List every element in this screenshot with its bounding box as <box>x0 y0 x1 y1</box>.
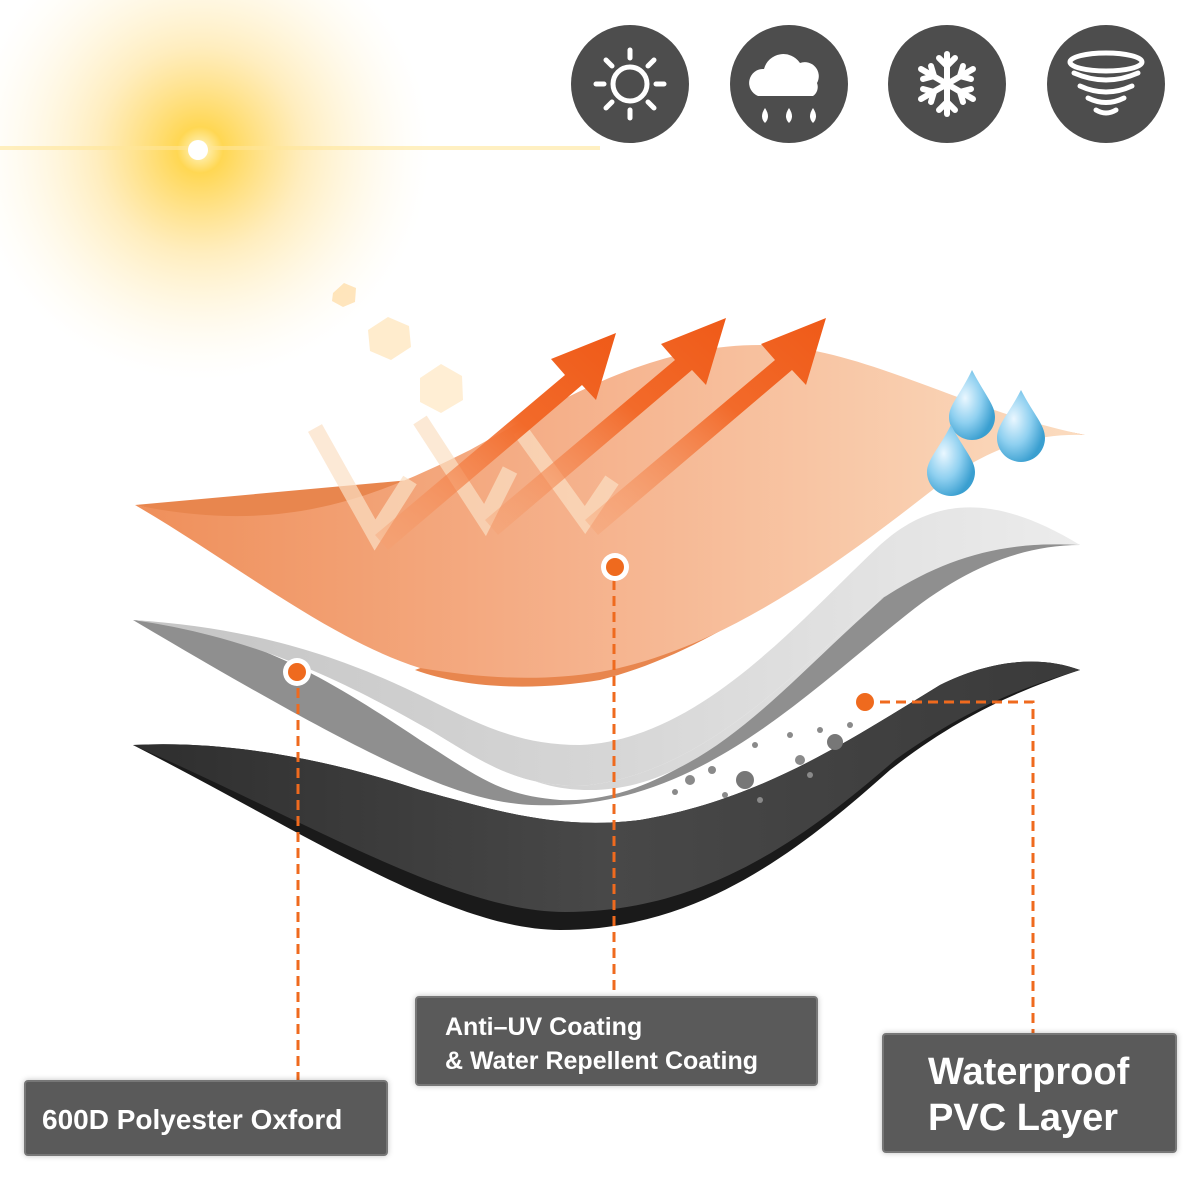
callout-markers <box>283 553 879 716</box>
uv-arrow <box>585 318 826 535</box>
label-pvc-line2: PVC Layer <box>928 1097 1119 1139</box>
water-drop-icon <box>949 370 995 440</box>
label-pvc-line1: Waterproof <box>928 1051 1130 1093</box>
sun-icon <box>571 25 689 143</box>
sun-glow <box>0 0 600 380</box>
hexagon <box>368 317 411 360</box>
polyester-layer <box>133 507 1080 806</box>
weather-icons <box>571 25 1165 143</box>
uv-arrow <box>485 318 726 535</box>
label-600d-polyester-oxford: 600D Polyester Oxford <box>24 1080 388 1156</box>
label-anti-uv-coating: Anti–UV Coating & Water Repellent Coatin… <box>415 996 818 1086</box>
tornado-icon <box>1047 25 1165 143</box>
uv-arrow <box>375 333 616 550</box>
hexagon <box>332 283 356 307</box>
callout-line-pvc <box>880 700 1035 1033</box>
label-waterproof-pvc-layer: Waterproof PVC Layer <box>882 1033 1177 1153</box>
rain-cloud-icon <box>730 25 848 143</box>
label-polyester-text: 600D Polyester Oxford <box>42 1104 343 1135</box>
light-hexagons <box>332 283 463 413</box>
reflected-uv-rays <box>308 318 826 551</box>
water-drop-icon <box>927 425 975 496</box>
label-antiuv-line1: Anti–UV Coating <box>445 1013 643 1041</box>
water-drop-icon <box>997 390 1045 462</box>
callout-lines <box>296 580 1035 1080</box>
label-antiuv-line2: & Water Repellent Coating <box>445 1047 758 1075</box>
water-droplets <box>927 370 1045 496</box>
hexagon <box>420 364 463 413</box>
snowflake-icon <box>888 25 1006 143</box>
